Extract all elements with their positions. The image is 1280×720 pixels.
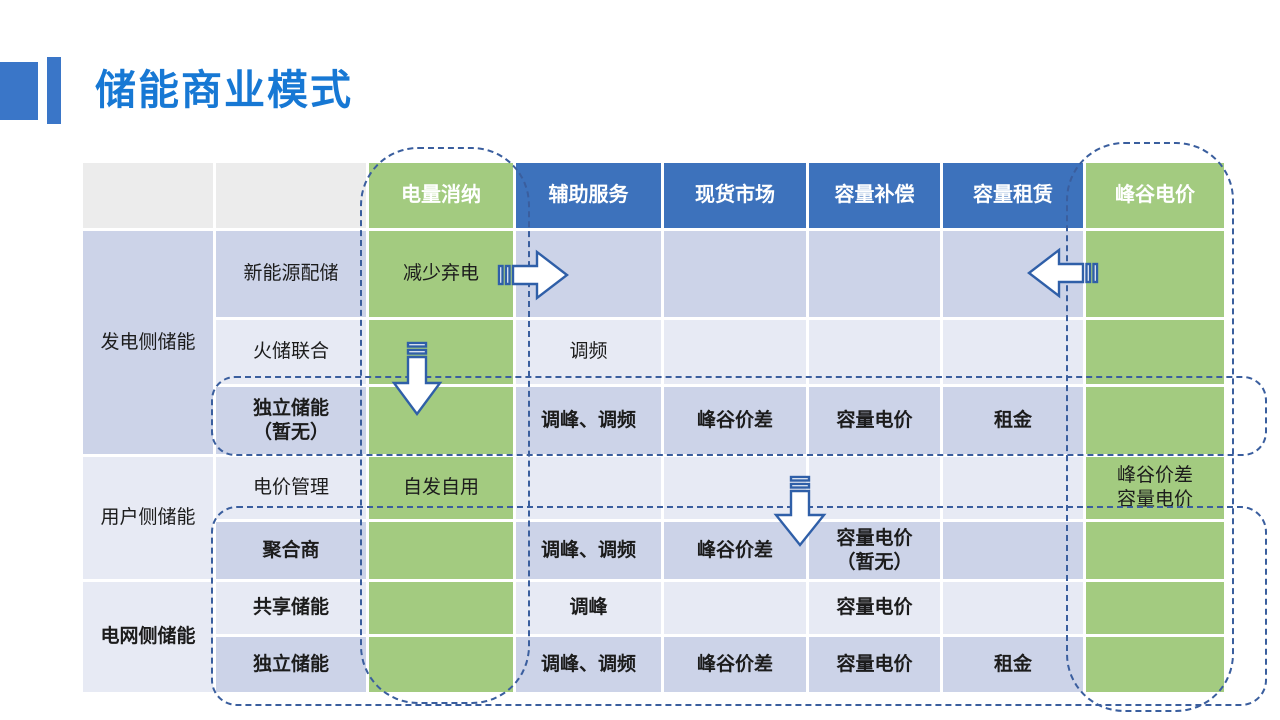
table-cell: 容量电价	[809, 637, 940, 692]
table-cell	[809, 231, 940, 317]
table-cell: 调峰、调频	[516, 387, 661, 454]
table-cell	[664, 231, 806, 317]
table-cell	[943, 582, 1083, 634]
table-cell: 调峰、调频	[516, 522, 661, 579]
table-cell	[943, 522, 1083, 579]
table-cell: 调峰	[516, 582, 661, 634]
table-cell	[664, 457, 806, 519]
table-cell	[809, 320, 940, 384]
table-cell	[1086, 522, 1224, 579]
row-label-cell: 独立储能	[216, 637, 366, 692]
business-model-table: 电量消纳辅助服务现货市场容量补偿容量租赁峰谷电价发电侧储能用户侧储能电网侧储能 新…	[83, 163, 1224, 692]
title-accent-bar	[47, 57, 61, 124]
table-cell	[516, 231, 661, 317]
header-cell	[83, 163, 213, 228]
row-label-cell: 共享储能	[216, 582, 366, 634]
table-cell	[369, 320, 513, 384]
table-cell: 容量电价（暂无）	[809, 522, 940, 579]
table-cell: 峰谷价差	[664, 387, 806, 454]
table-cell: 调峰、调频	[516, 637, 661, 692]
table-cell: 调频	[516, 320, 661, 384]
header-cell: 容量补偿	[809, 163, 940, 228]
header-cell: 现货市场	[664, 163, 806, 228]
table-cell	[1086, 231, 1224, 317]
title-accent-square	[0, 62, 38, 120]
table-cell: 容量电价	[809, 387, 940, 454]
table-cell	[1086, 387, 1224, 454]
row-label-cell: 独立储能（暂无）	[216, 387, 366, 454]
table-cell: 自发自用	[369, 457, 513, 519]
header-cell: 峰谷电价	[1086, 163, 1224, 228]
table-cell	[1086, 582, 1224, 634]
header-cell: 容量租赁	[943, 163, 1083, 228]
table-cell: 峰谷价差容量电价	[1086, 457, 1224, 519]
category-cell: 用户侧储能	[83, 457, 213, 579]
table-cell: 租金	[943, 637, 1083, 692]
table-cell	[943, 457, 1083, 519]
category-cell: 电网侧储能	[83, 582, 213, 692]
header-cell	[216, 163, 366, 228]
table-cell: 峰谷价差	[664, 522, 806, 579]
table-cell	[943, 231, 1083, 317]
table-cell	[664, 320, 806, 384]
header-cell: 辅助服务	[516, 163, 661, 228]
table-cell	[664, 582, 806, 634]
table-cell: 容量电价	[809, 582, 940, 634]
row-label-cell: 新能源配储	[216, 231, 366, 317]
table-cell	[1086, 320, 1224, 384]
table-cell	[809, 457, 940, 519]
table-cell	[369, 387, 513, 454]
category-cell: 发电侧储能	[83, 231, 213, 454]
table-cell	[516, 457, 661, 519]
table-cell: 峰谷价差	[664, 637, 806, 692]
table-cell	[369, 582, 513, 634]
header-cell: 电量消纳	[369, 163, 513, 228]
table-cell	[369, 522, 513, 579]
table-cell	[943, 320, 1083, 384]
row-label-cell: 电价管理	[216, 457, 366, 519]
page-title: 储能商业模式	[95, 67, 353, 113]
table-cell: 租金	[943, 387, 1083, 454]
row-label-cell: 聚合商	[216, 522, 366, 579]
table-cell	[369, 637, 513, 692]
table-cell	[1086, 637, 1224, 692]
table-cell: 减少弃电	[369, 231, 513, 317]
row-label-cell: 火储联合	[216, 320, 366, 384]
